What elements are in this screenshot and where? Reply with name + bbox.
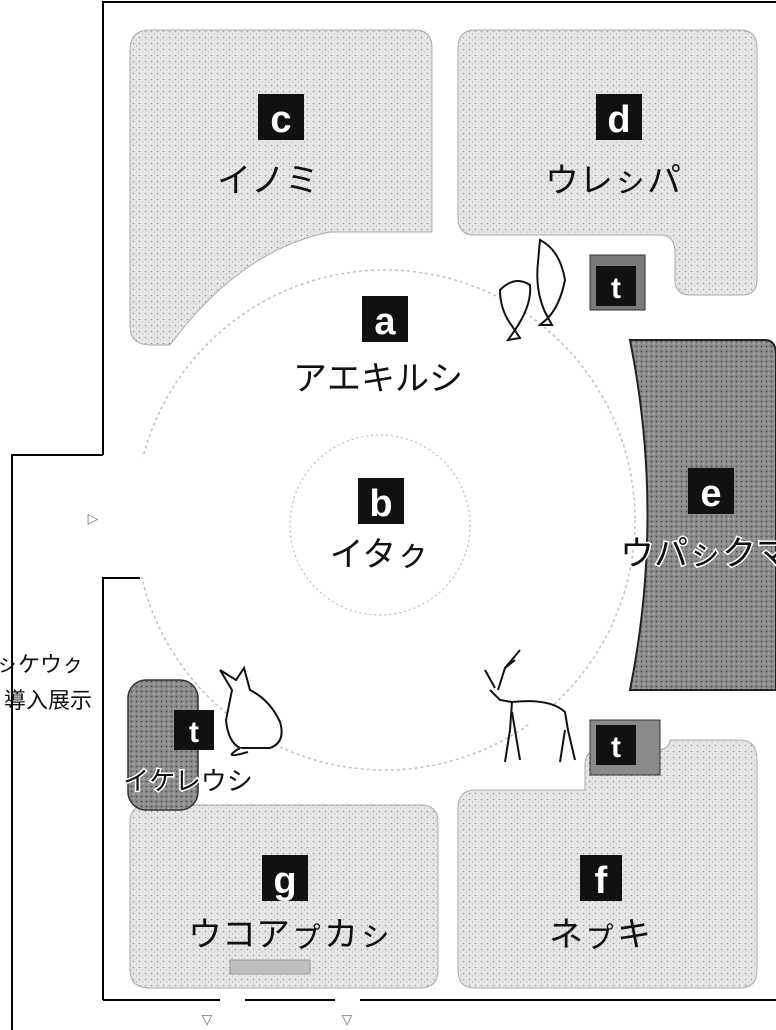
letter-box-g: g (262, 855, 308, 902)
t-marker-top: t (596, 266, 636, 306)
side-label-line2: 導入展示 (4, 689, 92, 714)
zone-g-shelf (229, 959, 311, 975)
t-left-label: イケレウシ (123, 767, 252, 797)
letter-box-a: a (362, 296, 408, 343)
t-marker-bottom-right: t (596, 725, 636, 765)
zone-c-area (129, 29, 433, 346)
label-d: ウレㇱパ (545, 161, 681, 201)
label-e: ウパㇱクマ (620, 534, 776, 574)
entrance-corridor (103, 457, 223, 577)
letter-a: a (374, 301, 396, 343)
t-marker-left: t (174, 710, 214, 750)
zone-d-area (457, 29, 758, 296)
letter-f: f (595, 860, 608, 902)
zone-b-circle (289, 434, 471, 616)
svg-text:t: t (189, 716, 199, 749)
label-c: イノミ (217, 161, 319, 201)
label-f: ネㇷ゚キ (549, 915, 651, 955)
entrance-arrow-bottom-2: ▽ (342, 1012, 353, 1028)
entrance-arrow-bottom-1: ▽ (202, 1012, 213, 1028)
letter-box-c: c (258, 94, 304, 141)
letter-box-f: f (580, 855, 622, 902)
side-label-line1: ㇱケウㇰ (0, 653, 84, 678)
letter-box-e: e (688, 468, 734, 515)
zone-e-area (628, 339, 776, 691)
salmon-icon (498, 238, 567, 342)
svg-text:t: t (611, 731, 621, 764)
svg-text:t: t (611, 272, 621, 305)
outer-walls (11, 1, 776, 1030)
letter-box-d: d (596, 94, 642, 141)
deer-icon (484, 649, 576, 763)
letter-e: e (700, 473, 721, 515)
entrance-arrow-left: ▷ (88, 511, 99, 527)
fox-icon (219, 665, 283, 757)
letter-d: d (607, 99, 630, 141)
letter-b: b (369, 483, 392, 525)
letter-c: c (270, 99, 291, 141)
letter-g: g (273, 860, 296, 902)
label-b: イタㇰ (330, 535, 431, 575)
label-a: アエキルシ (293, 359, 463, 399)
label-g: ウコアㇷ゚カㇱ (188, 915, 392, 955)
letter-box-b: b (358, 478, 404, 525)
